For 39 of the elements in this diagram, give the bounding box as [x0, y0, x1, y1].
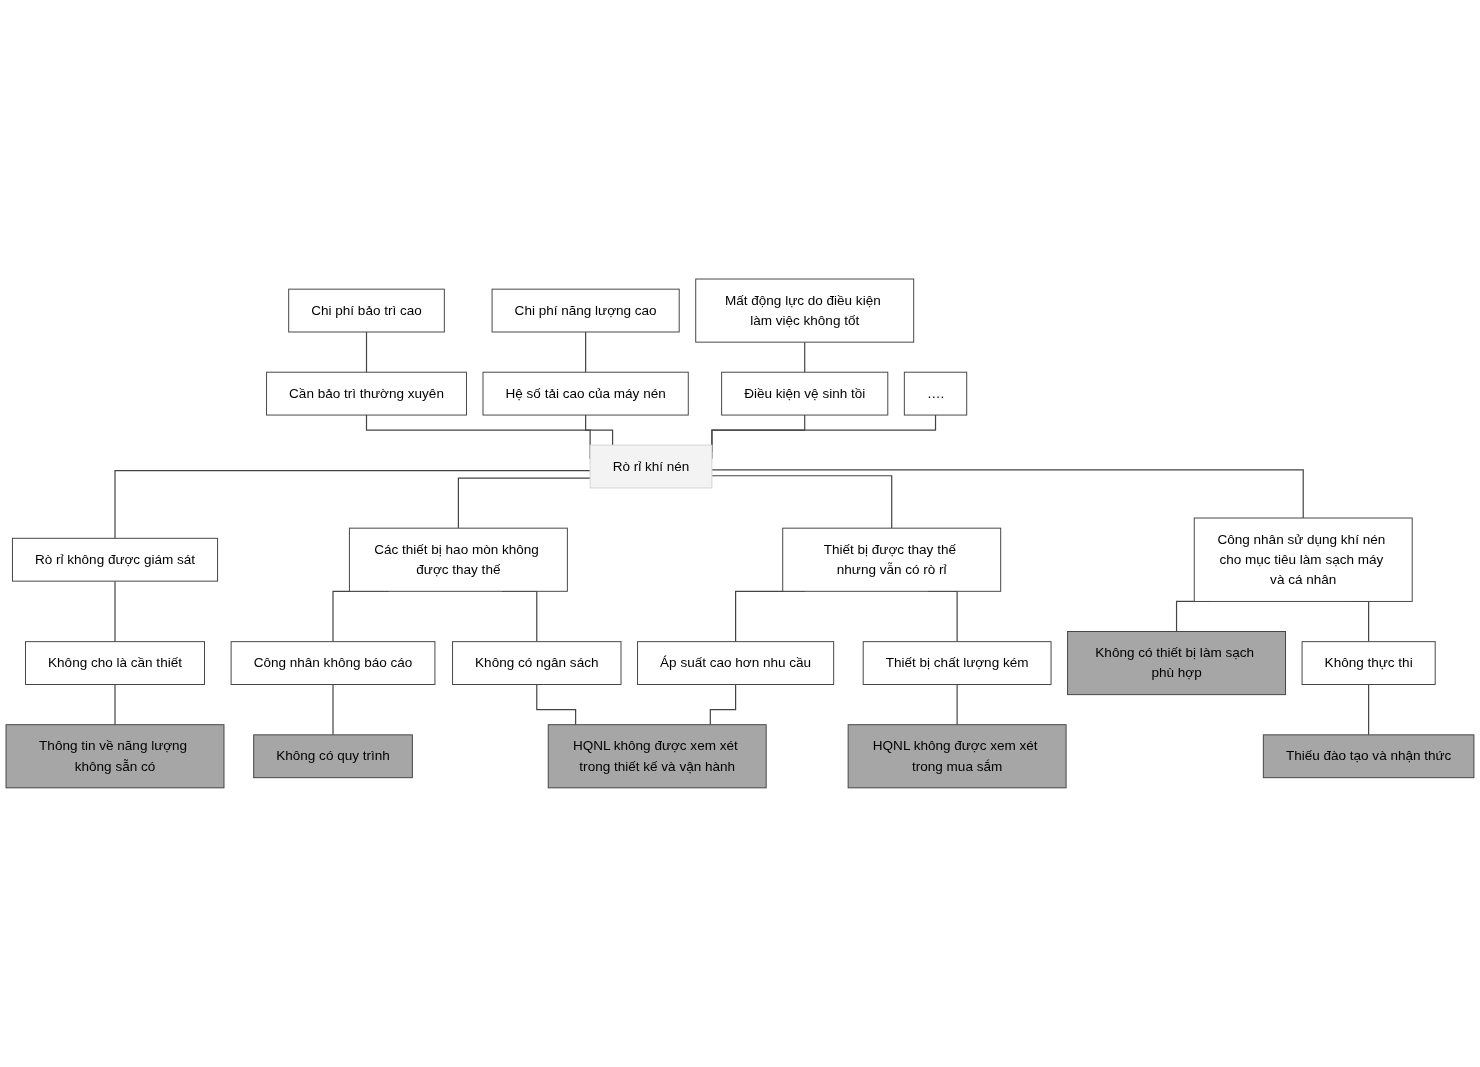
node-box: Điều kiện vệ sinh tồi	[721, 371, 889, 416]
node-box: Không có ngân sách	[452, 641, 622, 686]
node-box: Thiết bị chất lượng kém	[862, 641, 1052, 686]
node-box: Thông tin về năng lượng không sẵn có	[5, 724, 225, 789]
node-box: ….	[903, 371, 968, 416]
node-box: HQNL không được xem xét trong thiết kế và vận hành	[547, 724, 767, 789]
connector	[585, 414, 614, 446]
connector	[956, 683, 958, 726]
node-box: Mất động lực do điều kiện làm việc không tốt	[695, 278, 915, 343]
node-box: Chi phí năng lượng cao	[491, 288, 680, 333]
connector	[114, 580, 116, 643]
node-box: Không có thiết bị làm sạch phù hợp	[1067, 631, 1287, 696]
node-box: Công nhân không báo cáo	[230, 641, 436, 686]
connector	[365, 331, 368, 373]
connector	[332, 683, 334, 736]
node-box: Chi phí bảo trì cao	[288, 288, 445, 333]
node-box: Áp suất cao hơn nhu cầu	[637, 641, 835, 686]
connector	[585, 331, 587, 373]
connector	[711, 469, 1304, 519]
node-box: Cần bảo trì thường xuyên	[266, 371, 467, 416]
node-box: Thiết bị được thay thế nhưng vẫn có rò rỉ	[782, 527, 1002, 592]
node-box: HQNL không được xem xét trong mua sắm	[847, 724, 1067, 789]
node-box: Rò rỉ khí nén	[589, 444, 713, 489]
node-box: Hệ số tải cao của máy nén	[482, 371, 689, 416]
node-box: Các thiết bị hao mòn không được thay thế	[348, 527, 568, 592]
connector	[711, 475, 893, 529]
connector	[536, 683, 577, 726]
connector	[114, 470, 591, 539]
connector	[114, 683, 116, 726]
node-box: Không thực thi	[1301, 641, 1436, 686]
node-box: Rò rỉ không được giám sát	[11, 537, 219, 582]
connector	[457, 477, 591, 529]
node-box: Không có quy trình	[253, 734, 413, 779]
node-box: Công nhân sử dụng khí nén cho mục tiêu làm sạch máy và cá nhân	[1193, 517, 1413, 602]
node-box: Không cho là cần thiết	[25, 641, 205, 686]
connector	[709, 683, 737, 726]
connector	[804, 341, 806, 373]
node-box: Thiếu đào tạo và nhận thức	[1262, 734, 1475, 779]
connector	[1368, 683, 1370, 736]
